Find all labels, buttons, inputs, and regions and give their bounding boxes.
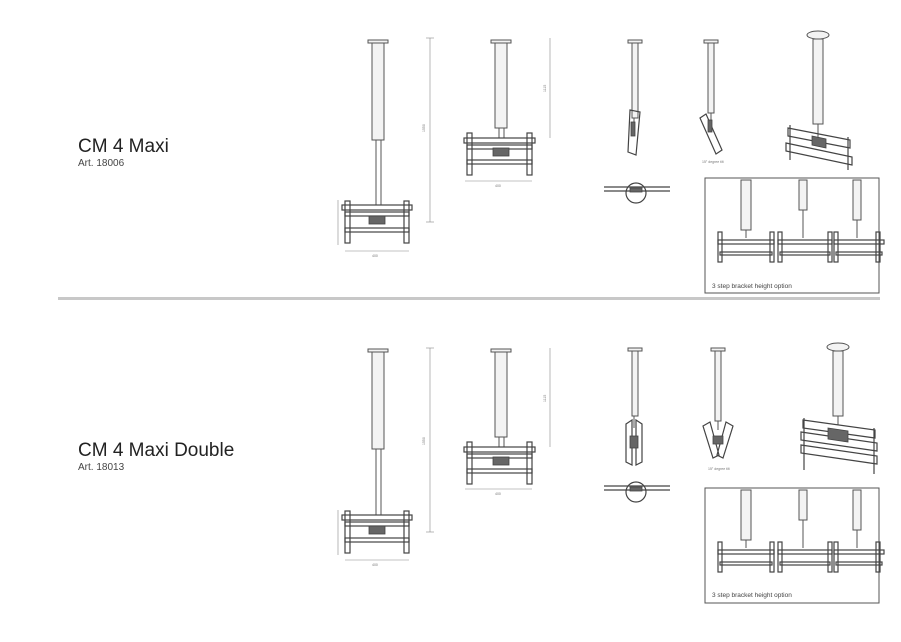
drawing-bottom-tilt-view: 15° degree tilt <box>702 347 734 471</box>
drawing-top-short-front-view: 1115 400 <box>463 38 551 188</box>
svg-text:3 step bracket height option: 3 step bracket height option <box>712 592 792 599</box>
svg-text:3 step bracket height option: 3 step bracket height option <box>712 283 792 290</box>
drawing-bottom-tall-front-view: 1550 400 <box>337 347 434 567</box>
inset-box-top: 3 step bracket height option <box>704 177 885 294</box>
svg-text:1115: 1115 <box>543 395 547 402</box>
drawing-top-tilt-view: 15° degree tilt <box>699 39 724 164</box>
drawing-bottom-side-view <box>604 347 670 503</box>
drawing-top-side-view <box>604 39 670 204</box>
article-number-18013: Art. 18013 <box>78 462 125 473</box>
svg-text:15° degree tilt: 15° degree tilt <box>702 160 724 164</box>
section-divider <box>58 297 880 300</box>
drawing-bottom-3d-view <box>800 342 878 474</box>
article-number-18006: Art. 18006 <box>78 158 125 169</box>
drawing-top-tall-front-view: 1550 400 <box>337 37 434 258</box>
svg-text:1550: 1550 <box>422 124 426 132</box>
svg-text:400: 400 <box>495 184 501 188</box>
svg-text:400: 400 <box>495 492 501 496</box>
svg-text:1550: 1550 <box>422 437 426 445</box>
svg-text:400: 400 <box>372 563 378 567</box>
svg-text:400: 400 <box>372 254 378 258</box>
svg-text:15° degree tilt: 15° degree tilt <box>708 467 730 471</box>
drawing-top-3d-view <box>785 30 853 170</box>
inset-box-bottom: 3 step bracket height option <box>704 487 885 604</box>
product-title-cm4-maxi: CM 4 Maxi <box>78 136 169 157</box>
drawing-bottom-short-front-view: 1115 400 <box>463 348 551 496</box>
product-title-cm4-maxi-double: CM 4 Maxi Double <box>78 440 235 461</box>
svg-text:1115: 1115 <box>543 85 547 92</box>
